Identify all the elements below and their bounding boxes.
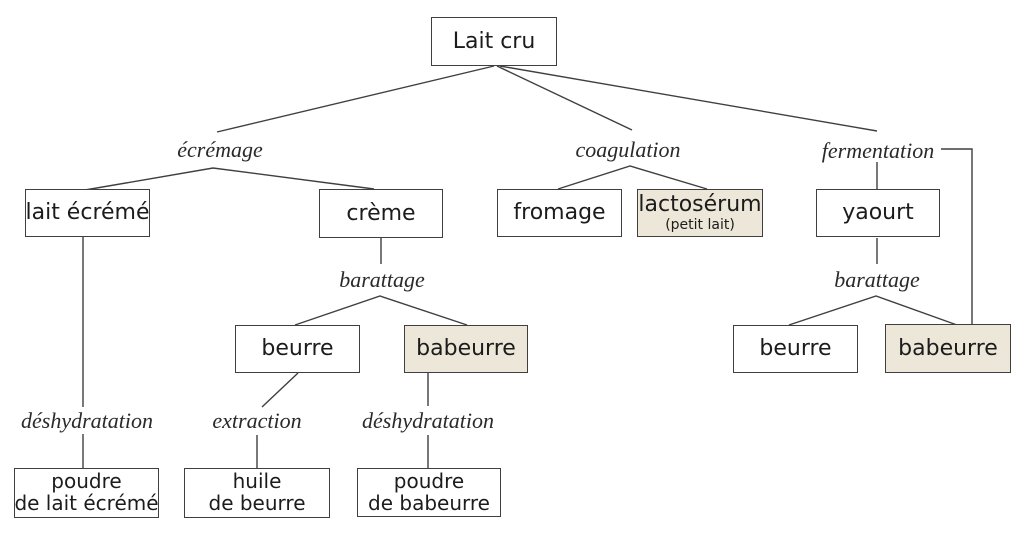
node-lactoserum: lactosérum (petit lait)	[637, 189, 763, 237]
process-fermentation: fermentation	[821, 138, 935, 163]
line-ecremage-split	[84, 167, 375, 191]
line-laitcru-ecremage	[216, 65, 495, 133]
node-beurre-creme: beurre	[235, 325, 360, 373]
process-barattage-creme: barattage	[339, 267, 425, 292]
node-huile-de-beurre: huile de beurre	[184, 468, 330, 518]
node-beurre-yaourt: beurre	[733, 325, 858, 373]
node-beurre-yaourt-label: beurre	[759, 336, 832, 362]
node-beurre-creme-label: beurre	[261, 336, 334, 362]
node-lait-cru-label: Lait cru	[452, 28, 536, 54]
node-lait-cru: Lait cru	[431, 17, 557, 66]
process-extraction: extraction	[212, 408, 302, 433]
process-deshydratation-lait: déshydratation	[21, 408, 153, 433]
node-babeurre-creme-label: babeurre	[416, 336, 516, 362]
node-yaourt-label: yaourt	[842, 200, 914, 226]
node-poudre-lait-ecreme-line1: poudre	[51, 469, 122, 494]
node-babeurre-yaourt: babeurre	[885, 324, 1011, 373]
line-barattage-creme-split	[294, 295, 468, 326]
line-coagulation-split	[557, 165, 708, 190]
node-fromage: fromage	[497, 189, 622, 237]
line-barattage-yaourt-split	[788, 295, 958, 326]
node-lactoserum-sublabel: (petit lait)	[665, 216, 735, 233]
node-huile-de-beurre-line2: de beurre	[208, 491, 306, 515]
node-creme-label: crème	[346, 200, 416, 226]
node-huile-de-beurre-line1: huile	[232, 469, 282, 494]
line-laitcru-fermentation	[499, 65, 878, 132]
node-poudre-babeurre: poudre de babeurre	[357, 468, 501, 517]
line-fermentation-babeurre	[941, 148, 973, 325]
node-babeurre-yaourt-label: babeurre	[898, 335, 998, 361]
node-lait-ecreme: lait écrémé	[25, 189, 150, 237]
node-poudre-lait-ecreme-line2: de lait écrémé	[14, 491, 159, 515]
process-ecremage: écrémage	[177, 137, 263, 162]
node-poudre-babeurre-line2: de babeurre	[368, 490, 490, 515]
line-laitcru-coagulation	[496, 65, 633, 131]
process-barattage-yaourt: barattage	[834, 267, 920, 292]
node-lait-ecreme-label: lait écrémé	[25, 200, 150, 226]
node-fromage-label: fromage	[513, 200, 606, 226]
node-poudre-babeurre-line1: poudre	[393, 468, 465, 493]
process-coagulation: coagulation	[575, 137, 681, 162]
node-poudre-lait-ecreme: poudre de lait écrémé	[14, 468, 159, 518]
node-creme: crème	[319, 189, 443, 238]
node-lactoserum-label: lactosérum	[638, 192, 762, 218]
node-yaourt: yaourt	[816, 189, 940, 237]
line-beurre-extraction	[261, 372, 299, 408]
process-deshydratation-babeurre: déshydratation	[362, 408, 494, 433]
node-babeurre-creme: babeurre	[404, 325, 528, 373]
